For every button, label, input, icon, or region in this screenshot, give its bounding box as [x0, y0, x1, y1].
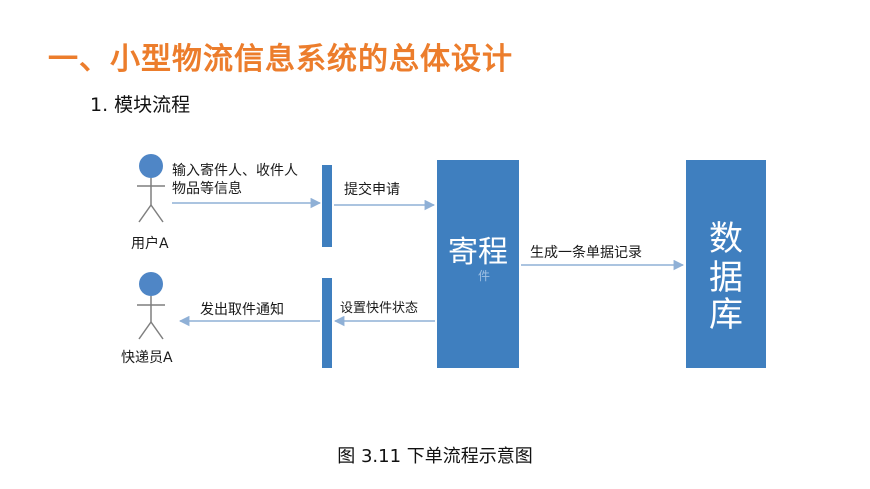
section-subtitle: 1. 模块流程	[90, 94, 191, 116]
user-actor-icon	[137, 154, 165, 223]
process-box-label: 寄程	[448, 235, 508, 270]
process-box-sublabel: 件	[478, 269, 490, 283]
courier-actor-icon	[137, 272, 165, 340]
database-box	[686, 160, 766, 368]
generate-record-label: 生成一条单据记录	[530, 244, 642, 261]
user-actor-label: 用户A	[131, 235, 169, 252]
database-label-line1: 数	[709, 219, 743, 259]
input-info-label-line2: 物品等信息	[172, 180, 242, 197]
notify-label: 发出取件通知	[200, 301, 284, 318]
courier-activation-bar	[322, 278, 332, 368]
process-box	[437, 160, 519, 368]
database-label-line2: 据	[709, 258, 743, 298]
figure-caption: 图 3.11 下单流程示意图	[337, 446, 533, 467]
courier-actor-label: 快递员A	[121, 350, 173, 366]
submit-label: 提交申请	[344, 181, 400, 198]
input-info-label-line1: 输入寄件人、收件人	[172, 162, 298, 179]
database-label-line3: 库	[709, 295, 743, 335]
user-activation-bar	[322, 165, 332, 247]
page-title: 一、小型物流信息系统的总体设计	[48, 42, 513, 77]
set-status-label: 设置快件状态	[340, 301, 418, 316]
